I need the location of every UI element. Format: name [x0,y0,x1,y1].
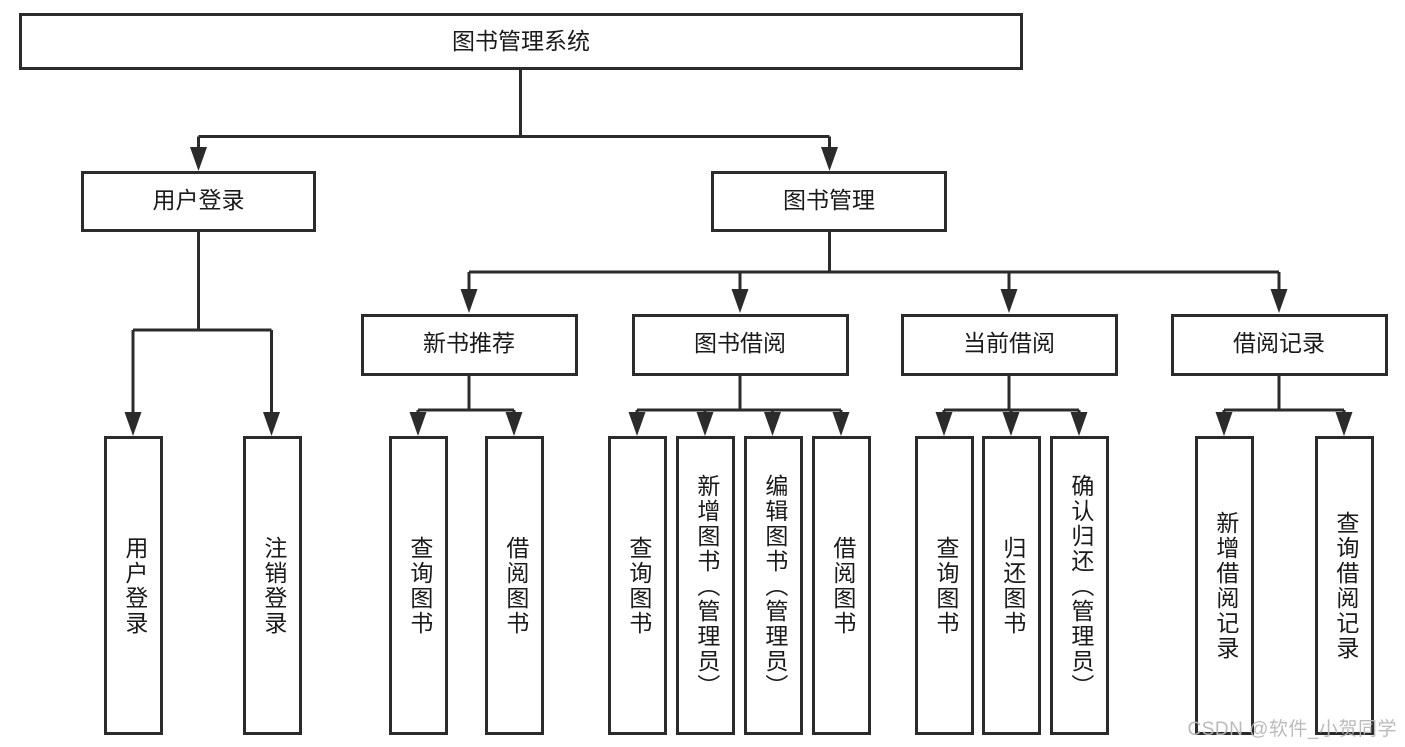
arrow-head-book-manage [821,147,838,171]
arrow-head-user-login [190,147,207,171]
node-book-manage[interactable]: 图书管理 [711,171,947,232]
arrow-head-borrow-record-l1 [1215,412,1233,436]
arrow-head-current-borrow [1000,289,1018,313]
node-borrow-record[interactable]: 借阅记录 [1171,314,1388,376]
node-new-book-recommend[interactable]: 新书推荐 [361,314,578,376]
leaf-box-borrow-record-0[interactable] [1195,436,1254,735]
node-book-manage-label: 图书管理 [783,187,875,213]
node-book-manage-box[interactable] [711,171,947,232]
watermark-text: CSDN @软件_小贺同学 [1187,719,1397,740]
leaf-box-new-book-1[interactable] [485,436,544,735]
leaf-box-book-borrow-1[interactable] [676,436,735,735]
node-root[interactable]: 图书管理系统 [19,13,1023,70]
leaf-box-user-login-1[interactable] [243,436,302,735]
arrow-head-user-login-l2 [263,412,280,436]
leaf-box-borrow-record-1[interactable] [1315,436,1374,735]
node-book-borrow[interactable]: 图书借阅 [632,314,849,376]
arrow-head-book-borrow-l3 [764,412,781,436]
arrow-head-user-login-l1 [124,412,142,436]
arrow-head-borrow-record-l2 [1335,412,1353,436]
arrow-head-current-borrow-l3 [1070,412,1088,436]
leaf-box-current-borrow-0[interactable] [915,436,974,735]
leaf-box-book-borrow-0[interactable] [608,436,667,735]
node-user-login-label: 用户登录 [153,187,245,213]
arrow-head-new-book-l1 [409,412,427,436]
node-current-borrow-box[interactable] [901,314,1118,376]
arrow-head-book-borrow-l1 [628,412,646,436]
node-borrow-record-box[interactable] [1171,314,1388,376]
leaf-box-user-login-0[interactable] [104,436,163,735]
node-current-borrow-label: 当前借阅 [963,330,1055,356]
node-book-borrow-box[interactable] [632,314,849,376]
arrow-head-book-borrow-l2 [696,412,714,436]
node-new-book-recommend-label: 新书推荐 [423,330,515,356]
arrow-head-book-borrow [731,289,749,313]
node-new-book-recommend-box[interactable] [361,314,578,376]
node-borrow-record-label: 借阅记录 [1233,330,1325,356]
node-user-login[interactable]: 用户登录 [81,171,316,232]
arrow-head-borrow-record [1270,289,1288,313]
arrow-head-new-book-l2 [505,412,523,436]
leaf-box-group [104,436,1374,735]
leaf-box-current-borrow-1[interactable] [982,436,1041,735]
connector-group [124,69,1353,436]
node-user-login-box[interactable] [81,171,316,232]
node-book-borrow-label: 图书借阅 [694,330,786,356]
arrow-head-current-borrow-l1 [935,412,953,436]
arrow-head-new-book [460,289,478,313]
leaf-box-current-borrow-2[interactable] [1050,436,1109,735]
node-root-label: 图书管理系统 [452,28,590,54]
arrow-head-current-borrow-l2 [1002,412,1020,436]
arrow-head-book-borrow-l4 [832,412,850,436]
leaf-box-book-borrow-2[interactable] [744,436,803,735]
leaf-box-new-book-0[interactable] [389,436,448,735]
node-root-box[interactable] [19,13,1023,70]
leaf-box-book-borrow-3[interactable] [812,436,871,735]
node-current-borrow[interactable]: 当前借阅 [901,314,1118,376]
